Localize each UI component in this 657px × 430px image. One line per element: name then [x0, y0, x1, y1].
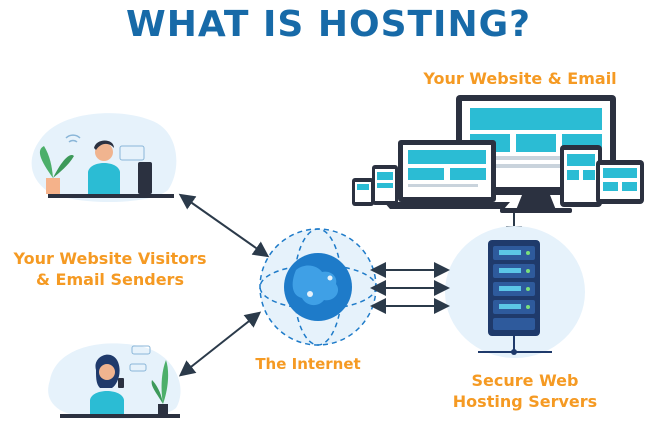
woman-with-phone-icon [48, 343, 181, 419]
visitors-label: Your Website Visitors & Email Senders [0, 248, 220, 290]
website-email-label: Your Website & Email [423, 69, 617, 88]
visitor-bottom-internet-arrow [178, 311, 262, 377]
page-title: WHAT IS HOSTING? [125, 4, 532, 45]
visitor-top-internet-arrow [178, 193, 270, 258]
servers-label: Secure Web Hosting Servers [430, 370, 620, 412]
server-rack-icon [445, 226, 585, 358]
person-at-computer-icon [31, 113, 177, 202]
servers-label-line2: Hosting Servers [452, 392, 598, 411]
internet-label: The Internet [255, 355, 361, 373]
globe-icon [259, 228, 377, 346]
responsive-devices-icon [352, 95, 644, 213]
servers-label-line1: Secure Web [471, 371, 579, 390]
visitors-label-line1: Your Website Visitors [13, 249, 207, 268]
visitors-label-line2: & Email Senders [36, 270, 184, 289]
